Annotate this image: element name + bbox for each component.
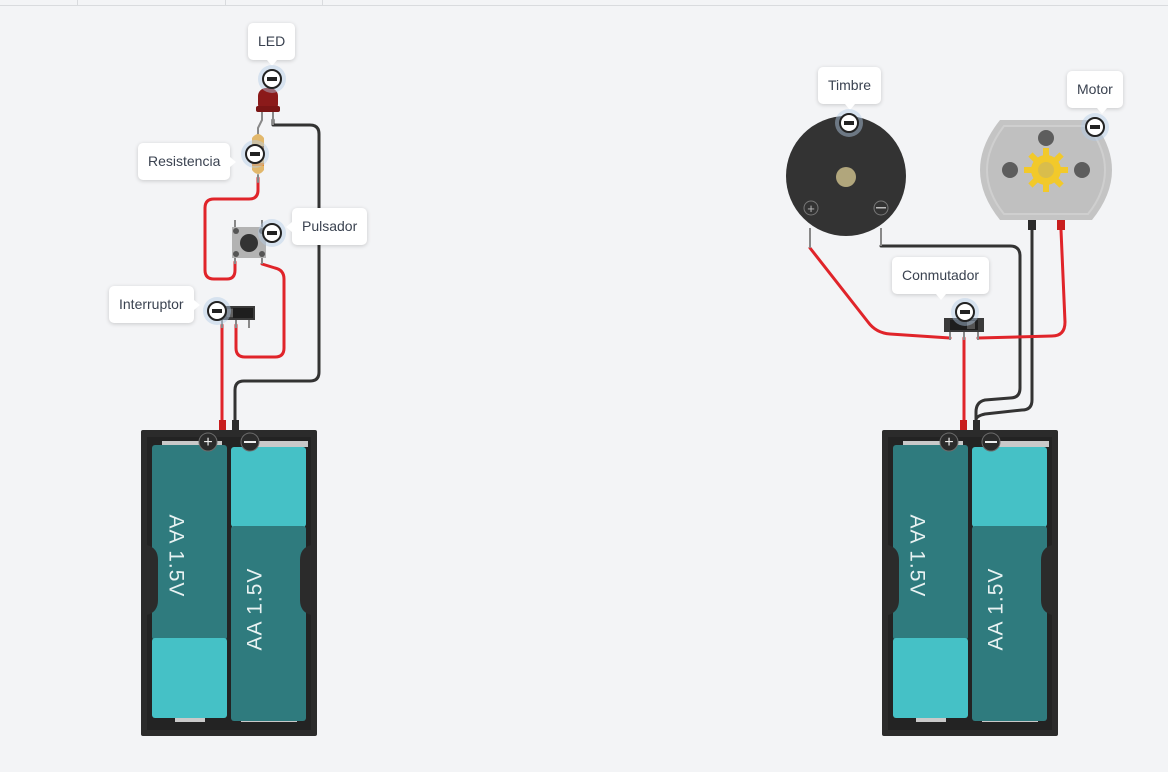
buzzer-component[interactable]: + <box>786 116 906 248</box>
battery-cell-label: AA 1.5V <box>164 514 188 598</box>
top-toolbar <box>0 0 1168 6</box>
plus-symbol: + <box>203 434 212 451</box>
label-led: LED <box>248 23 296 66</box>
label-resistor: Resistencia <box>138 143 237 180</box>
svg-text:+: + <box>807 201 815 216</box>
wire-black[interactable] <box>879 244 1022 422</box>
battery-pack-2[interactable]: + <box>882 420 1058 736</box>
battery-plus-terminal <box>960 420 967 430</box>
battery-cell-label: AA 1.5V <box>984 567 1008 651</box>
pushbutton-component[interactable] <box>232 220 266 264</box>
delete-toggle-icon[interactable] <box>955 302 975 322</box>
delete-motor-icon[interactable] <box>1085 117 1105 137</box>
battery-cell <box>972 447 1047 527</box>
motor-component[interactable] <box>980 120 1112 230</box>
battery-plus-terminal <box>219 420 226 430</box>
minus-symbol <box>985 441 997 443</box>
wire-red[interactable] <box>808 246 952 340</box>
delete-resistor-icon[interactable] <box>245 144 265 164</box>
battery-cell <box>152 445 227 640</box>
battery-cell <box>231 447 306 527</box>
delete-switch-icon[interactable] <box>207 301 227 321</box>
wire-black[interactable] <box>974 228 1034 422</box>
wire-red[interactable] <box>203 176 260 281</box>
battery-cell-label: AA 1.5V <box>905 514 929 598</box>
toolbar-divider <box>322 0 323 5</box>
toolbar-divider <box>77 0 78 5</box>
battery-minus-terminal <box>973 420 980 430</box>
minus-symbol <box>244 441 256 443</box>
gear-icon <box>1024 148 1068 192</box>
battery-cell <box>893 445 968 640</box>
toggle-switch-component[interactable] <box>944 318 984 340</box>
wire-red[interactable] <box>976 228 1067 340</box>
lead <box>257 111 263 135</box>
label-motor: Motor <box>1067 71 1123 114</box>
label-switch: Interruptor <box>109 286 200 323</box>
delete-pushbutton-icon[interactable] <box>262 223 282 243</box>
battery-cell-label: AA 1.5V <box>243 567 267 651</box>
battery-minus-terminal <box>232 420 239 430</box>
label-pushbutton: Pulsador <box>285 208 368 245</box>
delete-led-icon[interactable] <box>262 69 282 89</box>
led-component[interactable] <box>256 88 280 125</box>
plus-symbol: + <box>944 434 953 451</box>
toolbar-divider <box>225 0 226 5</box>
slide-switch-component[interactable] <box>218 306 255 328</box>
wire-black[interactable] <box>233 118 321 422</box>
label-buzzer: Timbre <box>818 67 882 110</box>
wire-red[interactable] <box>234 262 286 359</box>
circuit-1-wires <box>203 111 321 422</box>
label-toggle: Conmutador <box>892 257 990 300</box>
battery-pack-1[interactable]: + <box>141 420 317 736</box>
circuit-2-wires <box>808 228 1067 422</box>
delete-buzzer-icon[interactable] <box>839 113 859 133</box>
